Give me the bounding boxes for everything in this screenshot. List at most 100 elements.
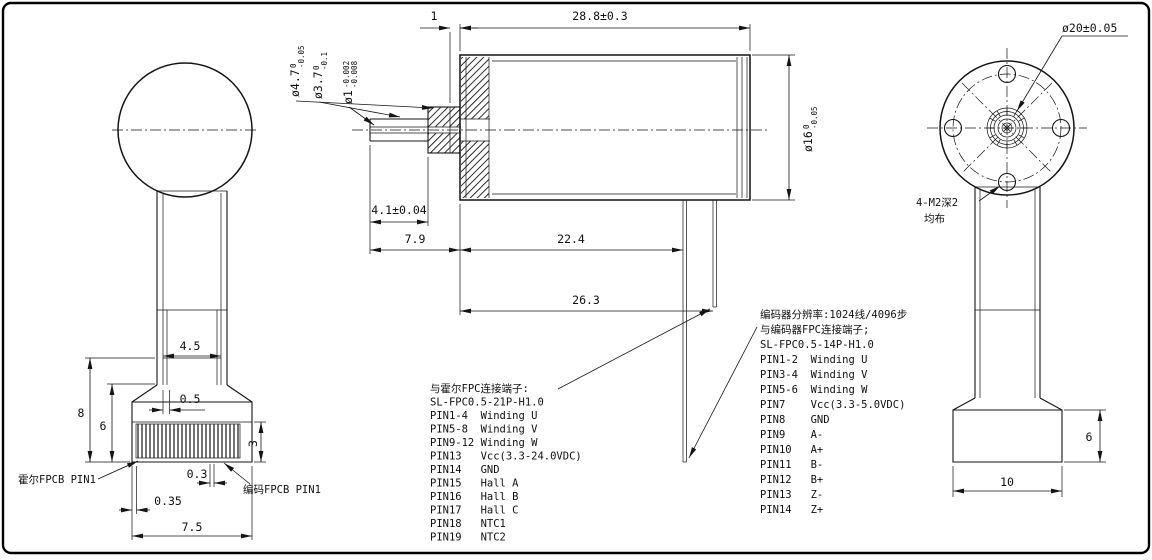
dim-shaft-dia-1-tol-up: -0.002 — [342, 61, 351, 88]
fpcb-pin1-left-callout: 霍尔FPCB PIN1 — [18, 460, 139, 486]
dim-22-4: 22.4 — [460, 232, 683, 253]
dim-0-3-text: 0.3 — [187, 467, 208, 481]
hall-line-9: PIN17 Hall C — [430, 505, 519, 517]
hall-line-8: PIN16 Hall B — [430, 491, 519, 503]
fpc-connector-body — [131, 401, 253, 463]
dim-4-1: 4.1±0.04 — [369, 145, 429, 254]
fpc-flare-left — [131, 384, 158, 403]
hall-line-11: PIN19 NTC2 — [430, 532, 506, 544]
hall-line-2: PIN1-4 Winding U — [430, 410, 537, 422]
fpc-ribbon-short — [712, 200, 717, 308]
dim-7-9: 7.9 — [370, 204, 461, 315]
dim-6-text: 6 — [100, 419, 107, 433]
dim-7-5-text: 7.5 — [182, 520, 203, 534]
hall-line-4: PIN9-12 Winding W — [430, 437, 538, 449]
dim-10-text: 10 — [1000, 475, 1014, 489]
encoder-line-9: PIN10 A+ — [760, 444, 823, 456]
front-cap-hatch-top — [461, 57, 489, 119]
dim-6-rear: 6 — [1064, 409, 1106, 463]
rear-fpc-block — [952, 409, 1063, 463]
dim-26-3-text: 26.3 — [572, 293, 600, 307]
dim-22-4-text: 22.4 — [557, 232, 585, 246]
dim-0-5-text: 0.5 — [180, 392, 201, 406]
bolt-circle — [952, 73, 1062, 183]
hall-line-5: PIN13 Vcc(3.3-24.0VDC) — [430, 451, 582, 463]
hall-line-1: SL-FPC0.5-21P-H1.0 — [430, 397, 544, 409]
dim-shaft-dia-3-7: ø3.7 0 -0.1 — [311, 52, 401, 118]
encoder-line-0: 编码器分辨率:1024线/4096步 — [760, 308, 907, 321]
hall-line-6: PIN14 GND — [430, 464, 500, 476]
dim-3-text: 3 — [246, 440, 260, 447]
dim-body-dia-16: ø16 0 -0.05 — [752, 54, 819, 201]
dim-dia-20-callout: ø20±0.05 — [1016, 21, 1128, 112]
dim-shaft-dia-4-7-main: ø4.7 — [288, 69, 302, 97]
mount-note-line2: 均布 — [924, 213, 945, 225]
side-view: ø4.7 0 -0.05 ø3.7 0 -0.1 ø1 -0.002 -0.00… — [288, 9, 819, 463]
dim-body-dia-16-tol-up: 0 — [802, 124, 811, 129]
dim-0-35: 0.35 — [119, 466, 182, 540]
dim-dia-20-text: ø20±0.05 — [1062, 21, 1117, 35]
dim-shaft-dia-1: ø1 -0.002 -0.008 — [341, 60, 375, 126]
dim-26-3: 26.3 — [460, 293, 713, 314]
hall-line-7: PIN15 Hall A — [430, 478, 519, 490]
dim-shaft-dia-3-7-tol-dn: -0.1 — [320, 52, 329, 70]
dim-3: 3 — [246, 421, 266, 463]
dim-shaft-dia-3-7-tol-up: 0 — [312, 65, 321, 70]
dim-shaft-dia-1-main: ø1 — [341, 90, 355, 104]
dim-body-dia-16-main: ø16 — [801, 131, 815, 152]
mount-hole-bottom — [997, 172, 1017, 192]
dim-28-8: 28.8±0.3 — [460, 9, 751, 51]
dim-0-3: 0.3 — [187, 464, 227, 487]
encoder-line-4: PIN3-4 Winding V — [760, 369, 868, 381]
fpcb-pin1-right-callout: 编码FPCB PIN1 — [223, 462, 321, 496]
hall-line-10: PIN18 NTC1 — [430, 518, 506, 530]
dim-6-rear-text: 6 — [1086, 430, 1093, 444]
dim-1-text: 1 — [431, 9, 438, 23]
fpcb-pin1-right-label: 编码FPCB PIN1 — [243, 483, 321, 496]
dim-4-1-text: 4.1±0.04 — [371, 203, 426, 217]
hall-line-3: PIN5-8 Winding V — [430, 424, 538, 436]
encoder-line-1: 与编码器FPC连接端子; — [760, 323, 869, 336]
dim-7-5: 7.5 — [132, 466, 253, 540]
mount-note-line1: 4-M2深2 — [916, 197, 958, 209]
rear-view: ø20±0.05 4-M2深2 均布 6 — [916, 21, 1128, 497]
dim-shaft-dia-1-tol-dn: -0.008 — [350, 60, 359, 88]
mount-holes-callout: 4-M2深2 均布 — [916, 185, 1001, 225]
encoder-line-10: PIN11 B- — [760, 459, 823, 471]
encoder-line-12: PIN13 Z- — [760, 489, 823, 501]
dim-shaft-dia-4-7-tol-up: 0 — [289, 63, 298, 68]
hall-line-0: 与霍尔FPC连接端子: — [430, 382, 529, 395]
front-view: 4.5 8 6 0.5 3 — [18, 62, 321, 540]
encoder-line-5: PIN5-6 Winding W — [760, 384, 868, 396]
dim-0-5: 0.5 — [149, 390, 205, 414]
shaft-boss-rings — [986, 107, 1028, 149]
dim-6: 6 — [100, 383, 155, 462]
encoder-line-8: PIN9 A- — [760, 429, 823, 441]
fpc-flare-right — [226, 384, 253, 403]
mount-hole-top — [997, 64, 1017, 84]
fpc-finger-comb — [135, 423, 241, 459]
encoder-line-2: SL-FPC0.5-14P-H1.0 — [760, 339, 874, 351]
dim-shaft-dia-3-7-main: ø3.7 — [311, 71, 325, 99]
encoder-table-leader — [688, 326, 758, 459]
dim-shaft-dia-4-7-tol-dn: -0.05 — [297, 45, 306, 68]
dim-7-9-text: 7.9 — [405, 232, 426, 246]
encoder-line-3: PIN1-2 Winding U — [760, 354, 867, 366]
pin-table-hall: 与霍尔FPC连接端子: SL-FPC0.5-21P-H1.0 PIN1-4 Wi… — [430, 382, 582, 544]
dim-shaft-dia-4-7: ø4.7 0 -0.05 — [288, 45, 434, 110]
dim-28-8-text: 28.8±0.3 — [572, 9, 627, 23]
hall-table-leader — [557, 308, 711, 390]
encoder-line-13: PIN14 Z+ — [760, 504, 823, 516]
fpc-ribbon-long — [682, 200, 687, 463]
front-cap-hatch-bottom — [461, 141, 489, 198]
dim-4-5-text: 4.5 — [180, 339, 201, 353]
dim-8-text: 8 — [78, 406, 85, 420]
fpcb-pin1-left-label: 霍尔FPCB PIN1 — [18, 473, 96, 486]
pin-table-encoder: 编码器分辨率:1024线/4096步 与编码器FPC连接端子; SL-FPC0.… — [760, 308, 907, 516]
encoder-line-7: PIN8 GND — [760, 414, 830, 426]
dim-4-5: 4.5 — [163, 339, 221, 359]
mount-hole-right — [1051, 118, 1071, 138]
